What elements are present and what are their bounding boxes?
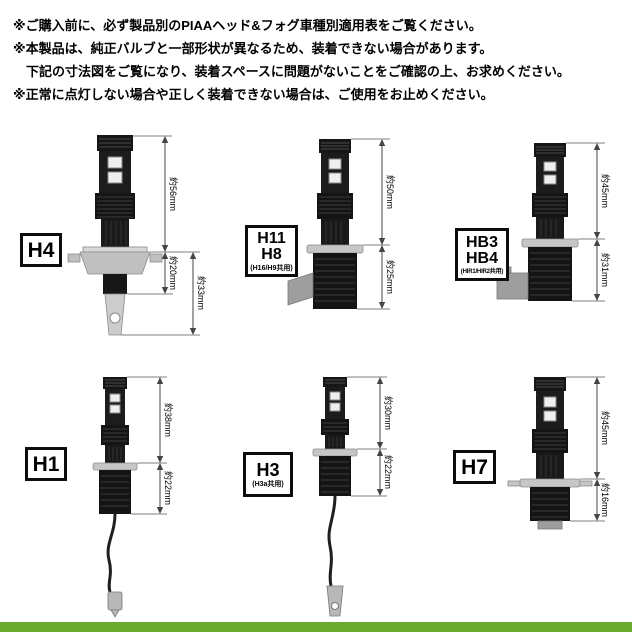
dimension-label-h7-lower: 約16mm xyxy=(600,483,611,517)
bulb-label-h4-text: H4 xyxy=(27,238,55,262)
dimension-label-h3-lower: 約22mm xyxy=(383,455,394,489)
h1-dimension-lines xyxy=(127,376,167,515)
diagram-h4: 約56mm 約20mm 約33mm H4 xyxy=(10,133,220,368)
diagram-h11-h8: 約50mm 約25mm H11 H8 (H16/H9共用) xyxy=(230,133,440,368)
bulb-label-h3-text: H3 xyxy=(256,460,280,480)
notice-line-2: ※本製品は、純正バルブと一部形状が異なるため、装着できない場合があります。 xyxy=(13,41,493,57)
notice-block: ※ご購入前に、必ず製品別のPIAAヘッド&フォグ車種別適用表をご覧ください。 ※… xyxy=(13,14,624,107)
dimension-label-h1-upper: 約38mm xyxy=(163,403,174,437)
bulb-illustration-h3: 約30mm 約22mm xyxy=(312,376,394,617)
h7-bulb-graphic xyxy=(507,377,593,530)
diagram-h1: 約38mm 約22mm H1 xyxy=(10,372,220,627)
bulb-label-h8-text: H8 xyxy=(261,245,282,263)
h7-dimension-lines xyxy=(566,376,605,522)
dimension-label-h11-upper: 約50mm xyxy=(385,175,396,209)
bulb-label-h11-text: H11 xyxy=(257,229,286,247)
bulb-illustration-h11-h8: 約50mm 約25mm xyxy=(287,138,396,310)
bulb-label-h4: H4 xyxy=(20,233,62,267)
h11-bulb-graphic xyxy=(287,139,364,309)
bulb-label-h11-h8: H11 H8 (H16/H9共用) xyxy=(245,225,298,277)
diagram-hb3-hb4: 約45mm 約31mm HB3 HB4 (HIR1/HIR2共用) xyxy=(445,133,632,368)
bottom-accent-bar xyxy=(0,622,632,632)
bulb-illustration-h4: 約56mm 約20mm 約33mm xyxy=(67,135,207,336)
bulb-label-hb4-text: HB4 xyxy=(465,249,498,267)
dimension-label-h4-lower: 約33mm xyxy=(196,276,207,310)
bulb-label-h1: H1 xyxy=(25,447,67,481)
bulb-label-h7: H7 xyxy=(453,450,496,484)
dimension-label-h4-upper: 約56mm xyxy=(168,177,179,211)
h4-dimension-lines xyxy=(121,135,200,336)
bulb-label-h3-sub: (H3a共用) xyxy=(252,481,284,488)
h3-bulb-graphic xyxy=(312,377,358,617)
h1-bulb-graphic xyxy=(92,377,138,618)
notice-line-4: ※正常に点灯しない場合や正しく装着できない場合は、ご使用をお止めください。 xyxy=(13,87,494,103)
dimension-label-h11-lower: 約25mm xyxy=(385,260,396,294)
diagram-h7: 約45mm 約16mm H7 xyxy=(445,372,632,627)
dimension-label-h1-lower: 約22mm xyxy=(163,471,174,505)
bulb-label-h1-text: H1 xyxy=(32,452,60,476)
hb3-bulb-graphic xyxy=(496,143,579,301)
diagram-h3: 約30mm 約22mm H3 (H3a共用) xyxy=(230,372,440,627)
bulb-illustration-h1: 約38mm 約22mm xyxy=(92,376,174,618)
bulb-label-h3: H3 (H3a共用) xyxy=(243,452,293,497)
dimension-label-hb3-lower: 約31mm xyxy=(600,253,611,287)
hb3-dimension-lines xyxy=(566,142,605,302)
h3-dimension-lines xyxy=(347,376,387,497)
notice-line-3: 下記の寸法図をご覧になり、装着スペースに問題がないことをご確認の上、お求めくださ… xyxy=(13,64,570,80)
dimension-label-hb3-upper: 約45mm xyxy=(600,174,611,208)
bulb-label-hb3-hb4: HB3 HB4 (HIR1/HIR2共用) xyxy=(455,228,509,281)
h4-bulb-graphic xyxy=(67,135,163,336)
bulb-label-h7-text: H7 xyxy=(461,455,488,479)
dimension-label-h3-upper: 約30mm xyxy=(383,396,394,430)
dimension-label-h4-mid: 約20mm xyxy=(168,256,179,290)
notice-line-1: ※ご購入前に、必ず製品別のPIAAヘッド&フォグ車種別適用表をご覧ください。 xyxy=(13,18,482,33)
bulb-label-h11-sub: (H16/H9共用) xyxy=(250,264,293,272)
h11-dimension-lines xyxy=(351,138,390,310)
bulb-label-hb3-sub: (HIR1/HIR2共用) xyxy=(460,268,504,275)
dimension-label-h7-upper: 約45mm xyxy=(600,411,611,445)
bulb-label-hb3-text: HB3 xyxy=(465,233,498,251)
bulb-illustration-h7: 約45mm 約16mm xyxy=(507,376,611,530)
